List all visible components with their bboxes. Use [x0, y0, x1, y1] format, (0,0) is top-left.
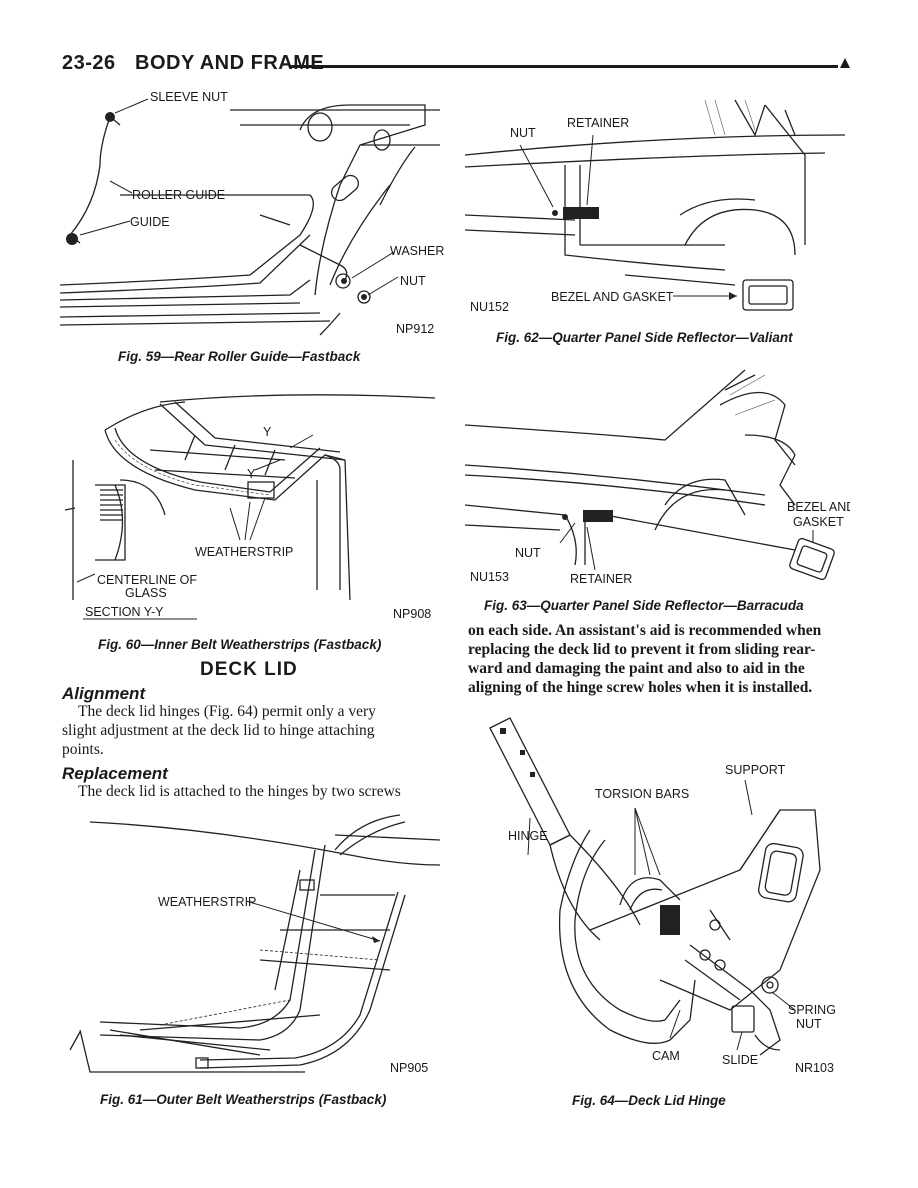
label-y-top: Y — [263, 425, 272, 439]
header-triangle-icon — [840, 58, 850, 68]
replacement-heading: Replacement — [62, 764, 168, 783]
label-weatherstrip: WEATHERSTRIP — [158, 895, 256, 909]
label-washer: WASHER — [390, 244, 444, 258]
continued-line-4: aligning of the hinge screw holes when i… — [468, 679, 813, 696]
alignment-line-3: points. — [62, 741, 104, 758]
label-centerline-2: GLASS — [125, 586, 167, 600]
fig62-code: NU152 — [470, 300, 509, 314]
label-sleeve-nut: SLEEVE NUT — [150, 90, 228, 104]
header-rule — [290, 65, 838, 68]
fig61-code: NP905 — [390, 1061, 428, 1075]
fig63-caption: Fig. 63—Quarter Panel Side Reflector—Bar… — [484, 598, 804, 613]
label-slide: SLIDE — [722, 1053, 758, 1067]
fig59-caption: Fig. 59—Rear Roller Guide—Fastback — [118, 349, 361, 364]
alignment-heading: Alignment — [62, 684, 146, 703]
label-torsion-bars: TORSION BARS — [595, 787, 689, 801]
label-gasket: GASKET — [793, 515, 844, 529]
fig62-illustration: NUT RETAINER BEZEL AND GASKET NU152 — [465, 95, 850, 325]
label-support: SUPPORT — [725, 763, 786, 777]
continued-line-3: ward and damaging the paint and also to … — [468, 660, 805, 677]
section-title: BODY AND FRAME — [135, 52, 325, 74]
label-spring-nut: NUT — [796, 1017, 822, 1031]
fig61-caption: Fig. 61—Outer Belt Weatherstrips (Fastba… — [100, 1092, 387, 1107]
continued-paragraph: on each side. An assistant's aid is reco… — [468, 621, 846, 697]
fig60-code: NP908 — [393, 607, 431, 621]
label-nut: NUT — [400, 274, 426, 288]
label-retainer: RETAINER — [570, 572, 632, 586]
continued-line-2: replacing the deck lid to prevent it fro… — [468, 641, 816, 658]
label-retainer: RETAINER — [567, 116, 629, 130]
label-bezel-gasket: BEZEL AND GASKET — [551, 290, 674, 304]
fig60-caption: Fig. 60—Inner Belt Weatherstrips (Fastba… — [98, 637, 382, 652]
label-weatherstrip: WEATHERSTRIP — [195, 545, 293, 559]
fig64-caption: Fig. 64—Deck Lid Hinge — [572, 1093, 726, 1108]
label-centerline-1: CENTERLINE OF — [97, 573, 197, 587]
label-y-bottom: Y — [247, 467, 256, 481]
deck-lid-heading: DECK LID — [200, 659, 298, 680]
label-guide: GUIDE — [130, 215, 170, 229]
label-nut: NUT — [515, 546, 541, 560]
fig62-caption: Fig. 62—Quarter Panel Side Reflector—Val… — [496, 330, 793, 345]
label-bezel: BEZEL AND — [787, 500, 850, 514]
label-hinge: HINGE — [508, 829, 548, 843]
page-number: 23-26 — [62, 52, 116, 74]
fig59-illustration: SLEEVE NUT ROLLER GUIDE GUIDE WASHER NUT… — [60, 85, 445, 350]
replacement-line: The deck lid is attached to the hinges b… — [78, 783, 401, 800]
fig61-illustration: WEATHERSTRIP NP905 — [60, 810, 445, 1080]
alignment-line-2: slight adjustment at the deck lid to hin… — [62, 722, 375, 739]
alignment-line-1: The deck lid hinges (Fig. 64) permit onl… — [78, 703, 376, 720]
fig63-code: NU153 — [470, 570, 509, 584]
fig59-code: NP912 — [396, 322, 434, 336]
label-roller-guide: ROLLER GUIDE — [132, 188, 225, 202]
label-section: SECTION Y-Y — [85, 605, 164, 619]
alignment-paragraph: The deck lid hinges (Fig. 64) permit onl… — [62, 702, 440, 759]
continued-line-1: on each side. An assistant's aid is reco… — [468, 622, 822, 639]
fig63-illustration: BEZEL AND GASKET NUT RETAINER NU153 — [465, 365, 850, 595]
label-cam: CAM — [652, 1049, 680, 1063]
fig64-code: NR103 — [795, 1061, 834, 1075]
fig64-illustration: SUPPORT TORSION BARS HINGE SPRING NUT CA… — [480, 710, 850, 1085]
label-spring: SPRING — [788, 1003, 836, 1017]
fig60-illustration: Y Y WEATHERSTRIP CENTERLINE OF GLASS SEC… — [55, 390, 445, 625]
label-nut: NUT — [510, 126, 536, 140]
